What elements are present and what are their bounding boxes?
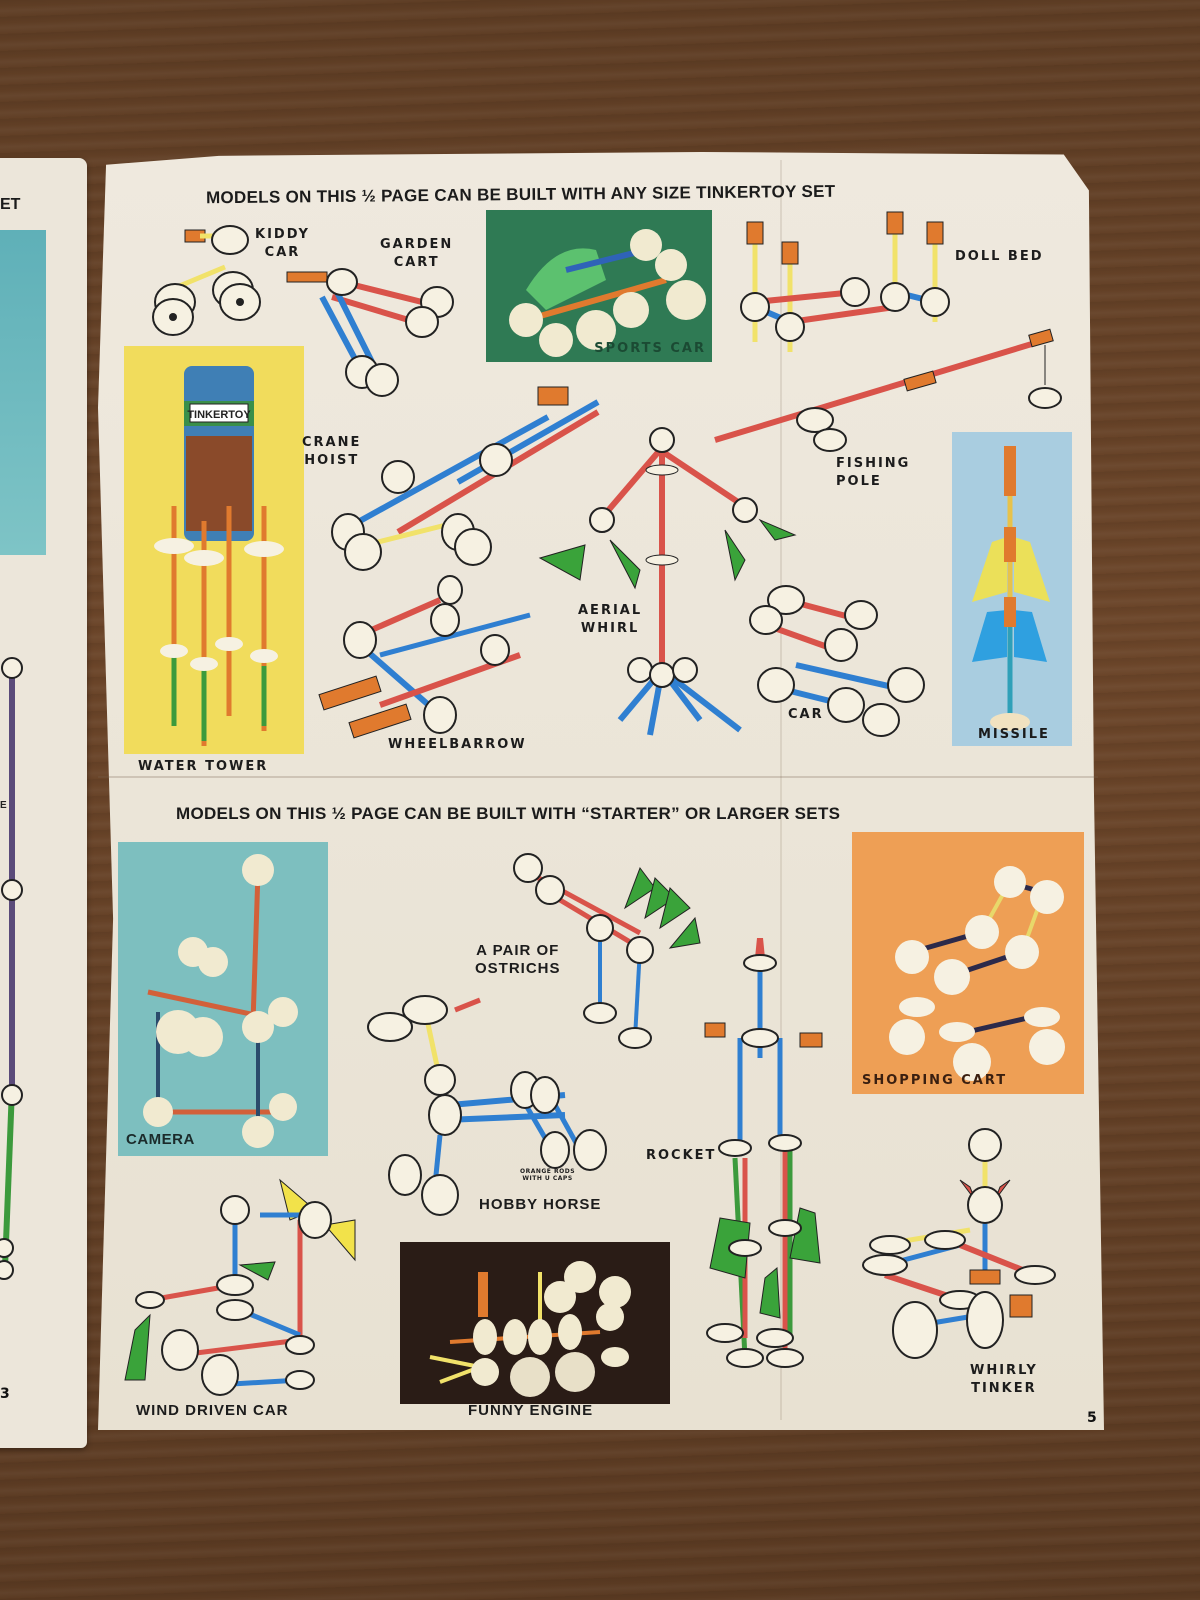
missile-model — [972, 446, 1050, 731]
sports-car-label: SPORTS CAR — [594, 341, 706, 356]
left-page-number: 3 — [0, 1386, 10, 1402]
crane-hoist-label: CRANE HOIST — [302, 435, 362, 468]
wind-driven-car-illustration — [124, 1178, 356, 1396]
funny-engine-model — [429, 1261, 631, 1397]
sports-car-model — [509, 229, 706, 357]
garden-cart-illustration — [286, 268, 454, 397]
funny-engine-label: FUNNY ENGINE — [468, 1402, 594, 1419]
shopping-cart-label: SHOPPING CART — [862, 1073, 1008, 1088]
camera-label: CAMERA — [126, 1131, 195, 1148]
shopping-cart-model — [889, 866, 1065, 1081]
kiddy-car-label: KIDDY CAR — [255, 227, 310, 260]
aerial-whirl-label: AERIAL WHIRL — [578, 603, 643, 636]
doll-bed-illustration — [740, 211, 950, 352]
vertical-fold-line — [780, 160, 782, 1420]
missile-label: MISSILE — [978, 727, 1050, 742]
left-page-label-fragment: E — [0, 800, 7, 811]
missile-photo: MISSILE — [952, 432, 1072, 746]
funny-engine-photo — [400, 1242, 670, 1404]
fishing-pole-illustration — [714, 328, 1062, 452]
wind-driven-car-label: WIND DRIVEN CAR — [136, 1402, 289, 1419]
water-tower-label: WATER TOWER — [138, 759, 269, 774]
horizontal-fold-line — [98, 776, 1098, 778]
left-page-header-fragment: ET — [0, 196, 21, 213]
car-label: CAR — [788, 707, 824, 722]
ostriches-label: A PAIR OF OSTRICHS — [475, 942, 561, 977]
wheelbarrow-label: WHEELBARROW — [388, 737, 527, 752]
camera-photo: CAMERA — [118, 842, 328, 1156]
left-page-photo — [0, 230, 46, 555]
tinkertoy-can-text: TINKERTOY — [187, 409, 251, 421]
whirly-tinker-illustration — [862, 1128, 1056, 1359]
aerial-whirl-illustration — [538, 427, 797, 736]
ostriches-illustration — [513, 853, 701, 1049]
garden-cart-label: GARDEN CART — [380, 237, 454, 270]
hobby-horse-illustration — [367, 995, 607, 1216]
shopping-cart-photo: SHOPPING CART — [852, 832, 1084, 1094]
car-illustration — [749, 585, 925, 737]
left-page-fragment: ET E 3 — [0, 158, 87, 1448]
doll-bed-label: DOLL BED — [955, 249, 1044, 264]
page-number: 5 — [1087, 1410, 1097, 1426]
hobby-horse-label: HOBBY HORSE — [479, 1196, 602, 1213]
wheelbarrow-illustration — [318, 575, 531, 739]
crane-hoist-illustration — [331, 386, 600, 571]
left-page-rod-illustration — [0, 657, 23, 1280]
water-tower-photo: TINKERTOY — [124, 346, 304, 754]
water-tower-model: TINKERTOY — [154, 366, 284, 746]
bottom-section-heading: MODELS ON THIS ½ PAGE CAN BE BUILT WITH … — [176, 804, 841, 823]
rocket-illustration — [704, 938, 823, 1368]
kiddy-car-illustration — [152, 225, 261, 336]
sports-car-photo: SPORTS CAR — [486, 210, 712, 362]
fishing-pole-label: FISHING POLE — [836, 456, 911, 489]
hobby-horse-note: ORANGE RODS WITH U CAPS — [520, 1168, 576, 1182]
camera-model — [143, 854, 298, 1148]
rocket-label: ROCKET — [646, 1148, 717, 1163]
whirly-tinker-label: WHIRLY TINKER — [970, 1363, 1038, 1396]
